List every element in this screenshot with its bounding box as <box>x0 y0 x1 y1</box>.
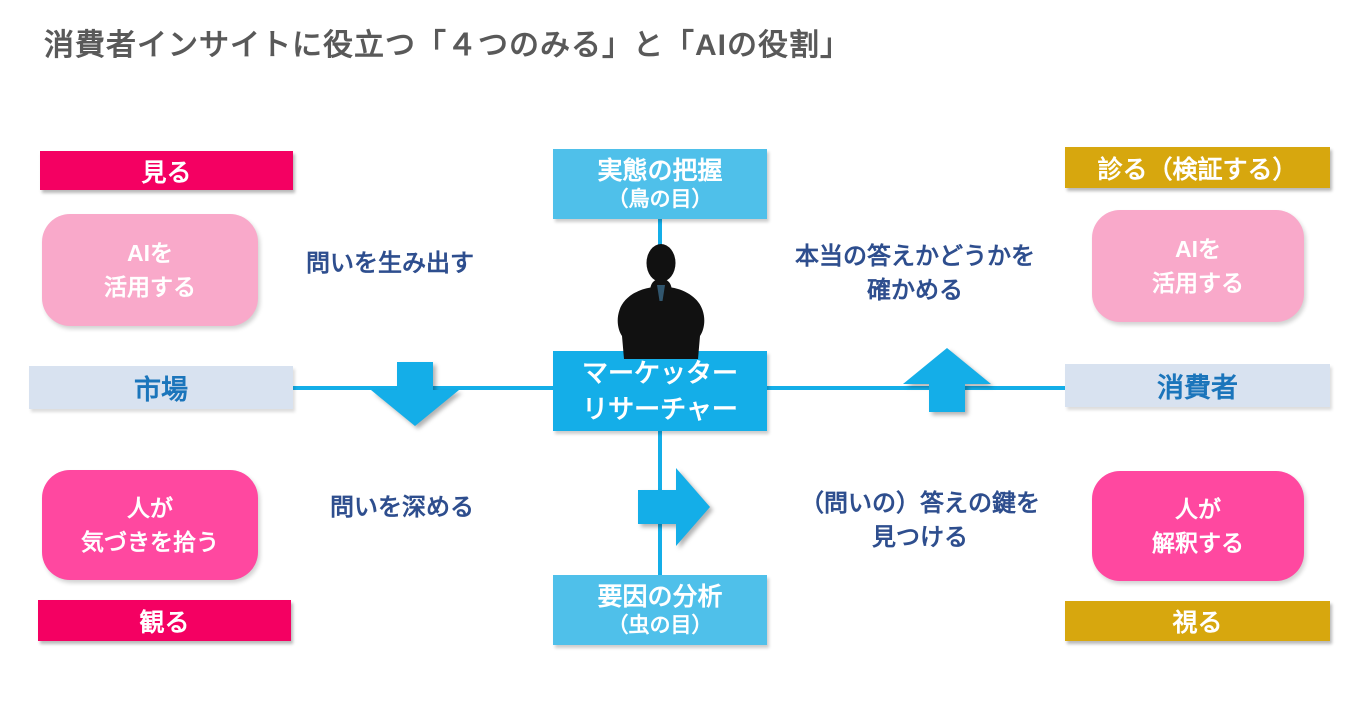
arrow-label-generate-question: 問いを生み出す <box>306 250 474 277</box>
arrow-label-deepen-question: 問いを深める <box>330 494 474 521</box>
node-grasp-reality-main: 実態の把握 <box>597 156 723 185</box>
side-box-market: 市場 <box>29 366 293 409</box>
arrow-up-icon <box>903 348 991 412</box>
arrow-label-find-answer-key: （問いの）答えの鍵を 見つける <box>800 490 1040 551</box>
bubble-ai-use-top-left: AIを 活用する <box>42 214 258 326</box>
node-factor-analysis-sub: （虫の目） <box>607 614 713 638</box>
node-factor-analysis-main: 要因の分析 <box>597 582 723 611</box>
arrow-down-icon <box>371 362 459 426</box>
bubble-human-pickup-bottom-left: 人が 気づきを拾う <box>42 470 258 580</box>
quadrant-tag-miru-see: 見る <box>40 151 293 190</box>
node-grasp-reality-sub: （鳥の目） <box>607 188 713 212</box>
arrow-right-icon <box>638 468 710 546</box>
connector-line-right <box>767 386 1065 390</box>
quadrant-tag-miru-gaze: 視る <box>1065 601 1330 641</box>
quadrant-tag-miru-diagnose: 診る（検証する） <box>1065 147 1330 188</box>
side-box-consumer: 消費者 <box>1065 364 1330 407</box>
quadrant-tag-miru-observe: 観る <box>38 600 291 641</box>
node-grasp-reality: 実態の把握 （鳥の目） <box>553 149 767 219</box>
bubble-ai-use-top-right: AIを 活用する <box>1092 210 1304 322</box>
page-title: 消費者インサイトに役立つ「４つのみる」と「AIの役割」 <box>44 29 851 62</box>
node-factor-analysis: 要因の分析 （虫の目） <box>553 575 767 645</box>
businessman-silhouette-icon <box>617 244 705 359</box>
arrow-label-verify-answer: 本当の答えかどうかを 確かめる <box>795 243 1035 304</box>
node-marketer-researcher: マーケッター リサーチャー <box>553 351 767 431</box>
bubble-human-interpret-bottom-right: 人が 解釈する <box>1092 471 1304 581</box>
